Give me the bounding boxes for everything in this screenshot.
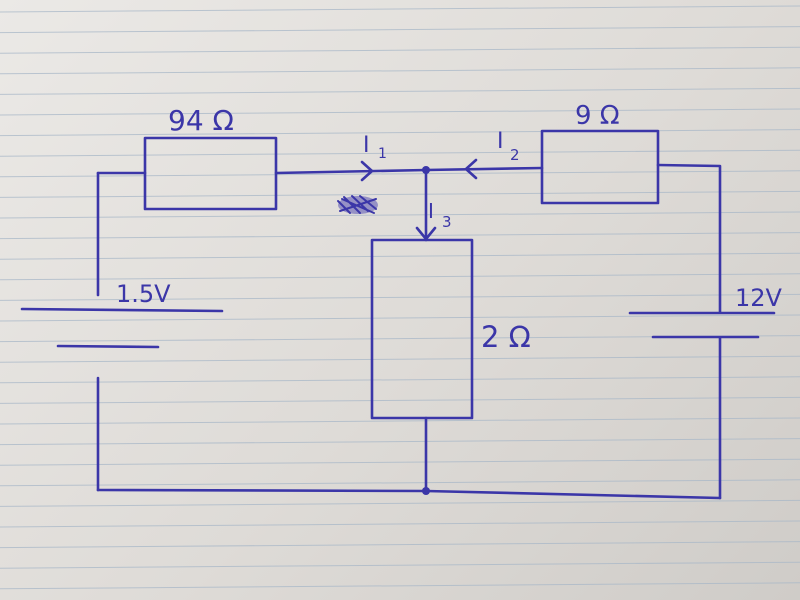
battery-left-short-plate bbox=[56, 344, 160, 349]
ruled-lines bbox=[0, 5, 800, 590]
label-94-ohm: 94 Ω bbox=[168, 104, 234, 137]
rule-line bbox=[0, 376, 800, 384]
arrow-i3-icon bbox=[415, 226, 437, 241]
resistor-94-ohm bbox=[143, 136, 278, 211]
rule-line bbox=[0, 108, 800, 116]
rule-line bbox=[0, 417, 800, 425]
rule-line bbox=[0, 26, 800, 34]
label-9-ohm: 9 Ω bbox=[575, 101, 620, 131]
wire-top-middle bbox=[274, 166, 544, 175]
circuit-diagram: 94 Ω 9 Ω 2 Ω 1.5V 12V I 1 I 2 I 3 bbox=[20, 101, 783, 500]
rule-line bbox=[0, 314, 800, 322]
rule-line bbox=[0, 499, 800, 507]
arrow-i1-icon bbox=[360, 160, 374, 182]
arrow-i2-icon bbox=[464, 158, 478, 180]
scribble-mark-icon bbox=[337, 195, 378, 214]
svg-text:1: 1 bbox=[378, 146, 387, 162]
rule-line bbox=[0, 252, 800, 260]
resistor-9-ohm bbox=[540, 129, 660, 205]
svg-text:2: 2 bbox=[510, 146, 520, 164]
resistor-2-ohm bbox=[370, 238, 474, 420]
rule-line bbox=[0, 458, 800, 466]
rule-line bbox=[0, 211, 800, 219]
rule-line bbox=[0, 149, 800, 157]
rule-line bbox=[0, 232, 800, 240]
svg-text:I: I bbox=[363, 133, 370, 158]
current-label-i1: I 1 bbox=[363, 133, 387, 162]
rule-line bbox=[0, 129, 800, 137]
rule-line bbox=[0, 87, 800, 95]
svg-text:3: 3 bbox=[442, 213, 452, 231]
junction-top bbox=[422, 166, 430, 174]
rule-line bbox=[0, 190, 800, 198]
rule-line bbox=[0, 5, 800, 13]
label-12-volt: 12V bbox=[735, 284, 783, 312]
svg-text:I: I bbox=[428, 199, 434, 223]
rule-line bbox=[0, 273, 800, 281]
rule-line bbox=[0, 67, 800, 75]
rule-line bbox=[0, 479, 800, 487]
svg-text:I: I bbox=[497, 129, 504, 154]
wire-right-top bbox=[656, 163, 722, 314]
battery-left-long-plate bbox=[20, 307, 224, 313]
rule-line bbox=[0, 46, 800, 54]
rule-line bbox=[0, 520, 800, 528]
rule-line bbox=[0, 396, 800, 404]
rule-line bbox=[0, 355, 800, 363]
rule-line bbox=[0, 541, 800, 549]
current-label-i3: I 3 bbox=[428, 199, 452, 231]
label-1-5-volt: 1.5V bbox=[116, 280, 171, 308]
rule-line bbox=[0, 561, 800, 569]
rule-line bbox=[0, 438, 800, 446]
current-label-i2: I 2 bbox=[497, 129, 520, 164]
junction-bottom bbox=[422, 487, 430, 495]
rule-line bbox=[0, 170, 800, 178]
rule-line bbox=[0, 582, 800, 590]
wire-bottom bbox=[96, 488, 722, 500]
label-2-ohm: 2 Ω bbox=[481, 320, 531, 354]
rule-line bbox=[0, 293, 800, 301]
